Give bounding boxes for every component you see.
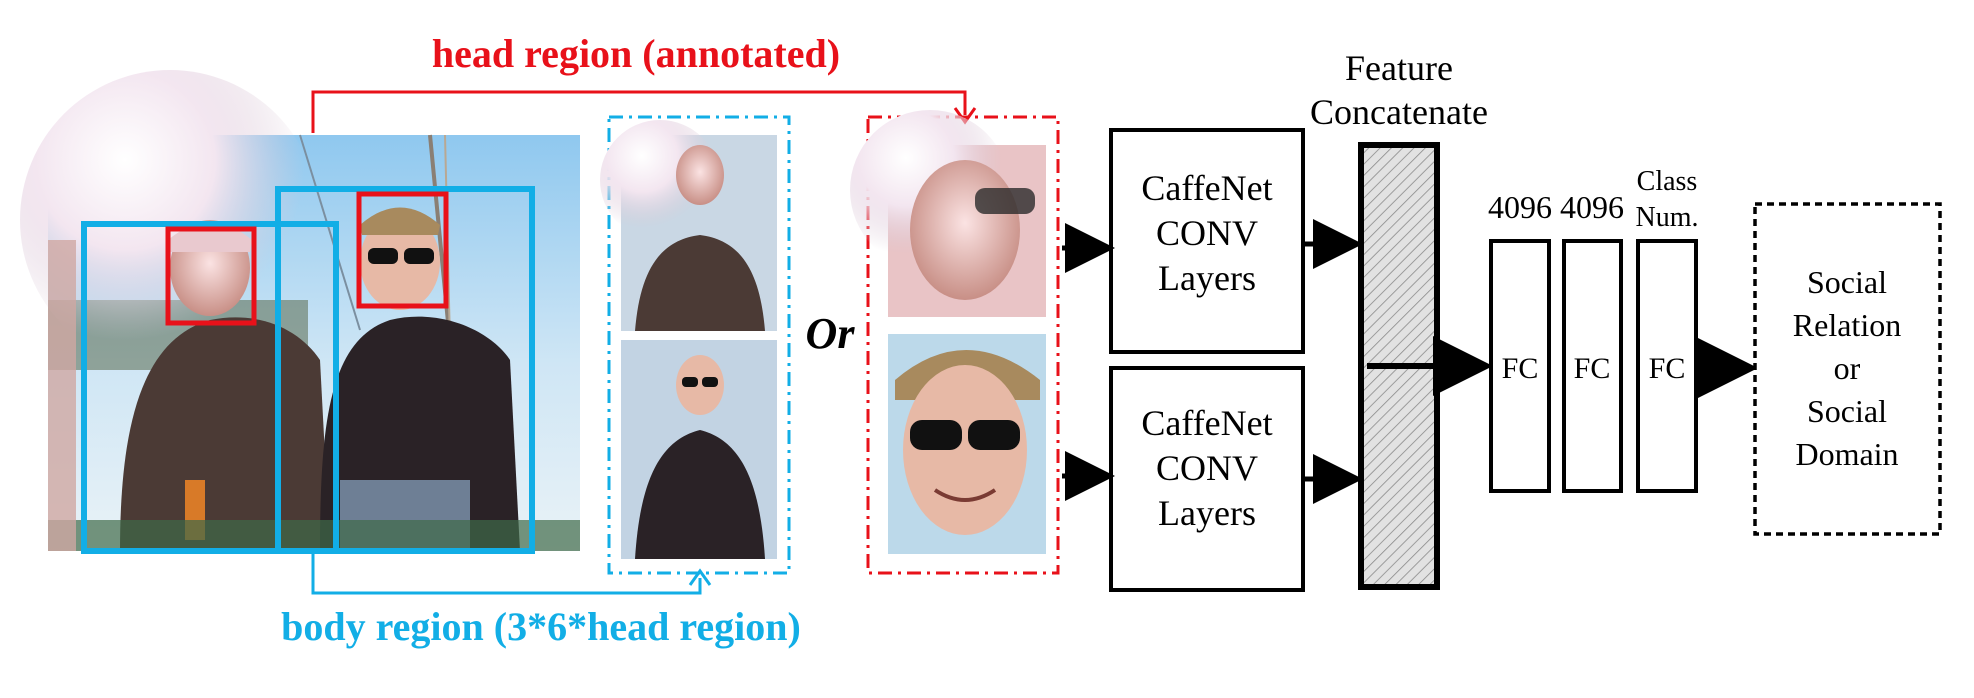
caffenet-bottom-line2: CONV <box>1156 448 1258 488</box>
head-region-connector <box>311 90 967 133</box>
fc3-label: FC <box>1649 352 1686 385</box>
body-region-connector <box>311 551 702 595</box>
fc2-box <box>1562 239 1623 493</box>
output-line1: Social <box>1807 264 1887 300</box>
body-crops-frame <box>607 115 791 575</box>
caffenet-bottom-line1: CaffeNet <box>1141 403 1272 443</box>
input-photo <box>20 70 580 552</box>
or-label: Or <box>806 309 856 358</box>
output-line3: or <box>1834 350 1861 386</box>
concat-label-line2: Concatenate <box>1310 92 1488 132</box>
fc3-box <box>1636 239 1698 493</box>
output-line2: Relation <box>1793 307 1901 343</box>
head-box-left <box>165 226 257 326</box>
caffenet-bottom-line3: Layers <box>1158 493 1256 533</box>
fc2-label: FC <box>1574 352 1611 385</box>
caffenet-top-line2: CONV <box>1156 213 1258 253</box>
fc2-dim-label: 4096 <box>1560 189 1624 225</box>
head-region-label: head region (annotated) <box>432 31 840 76</box>
body-box-right <box>275 186 535 554</box>
fc1-dim-label: 4096 <box>1488 189 1552 225</box>
body-crop-top <box>600 120 777 331</box>
fc1-box <box>1489 239 1551 493</box>
head-box-right <box>356 191 449 309</box>
fc1-label: FC <box>1502 352 1539 385</box>
body-crop-bottom <box>621 340 777 559</box>
head-crop-bottom <box>888 334 1046 554</box>
class-num-label-line1: Class <box>1637 166 1698 197</box>
head-crop-top <box>850 110 1046 317</box>
output-line5: Domain <box>1795 436 1898 472</box>
body-box-left <box>81 221 339 554</box>
output-box <box>1753 202 1942 536</box>
body-region-label: body region (3*6*head region) <box>281 604 801 649</box>
concat-label-line1: Feature <box>1345 48 1453 88</box>
caffenet-bottom-box <box>1109 366 1305 592</box>
output-line4: Social <box>1807 393 1887 429</box>
body-region-arrowhead <box>688 568 712 586</box>
head-crops-frame <box>866 115 1060 575</box>
caffenet-top-line1: CaffeNet <box>1141 168 1272 208</box>
caffenet-top-line3: Layers <box>1158 258 1256 298</box>
class-num-label-line2: Num. <box>1636 202 1699 233</box>
